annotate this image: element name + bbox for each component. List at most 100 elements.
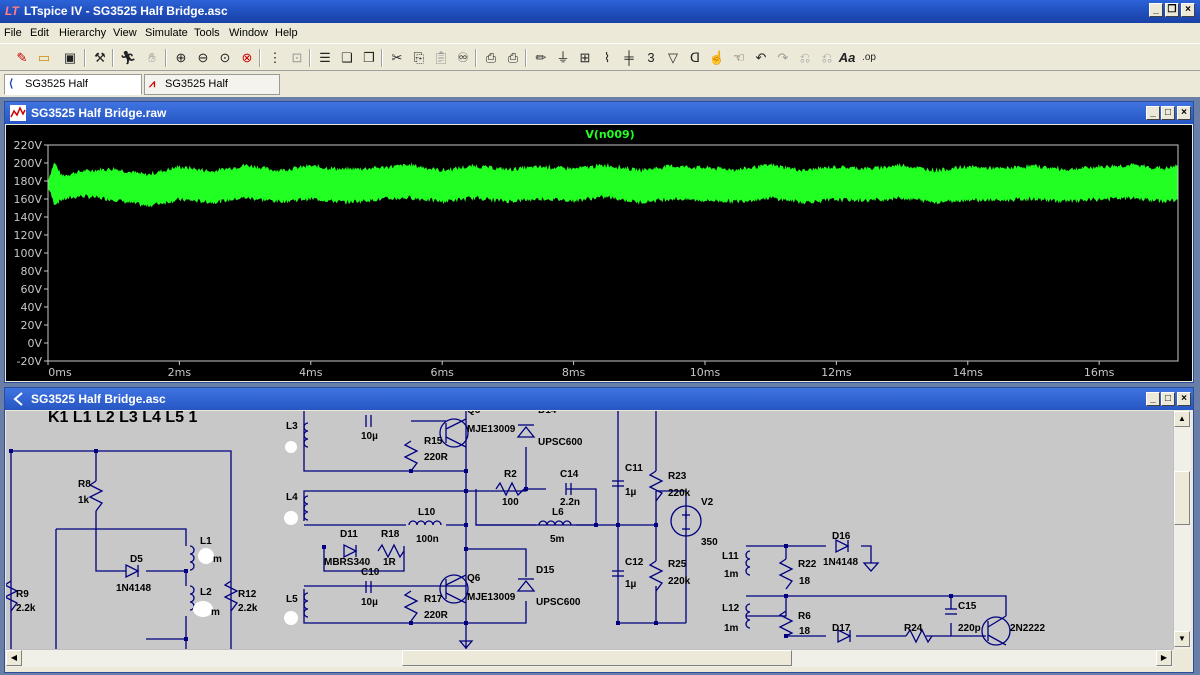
capacitor-icon[interactable]: ╪ bbox=[624, 50, 634, 65]
component-label-r9[interactable]: R9 bbox=[16, 589, 29, 600]
minimize-button[interactable]: _ bbox=[1146, 392, 1160, 406]
zoom-fit-icon[interactable]: ⊙ bbox=[219, 50, 231, 65]
component-label-c15[interactable]: C15 bbox=[958, 601, 977, 612]
copy-icon[interactable]: ⎘ bbox=[413, 50, 425, 65]
scroll-down-arrow[interactable]: ▼ bbox=[1174, 631, 1190, 647]
component-label-c11v[interactable]: 1µ bbox=[625, 487, 637, 498]
component-label-r17v[interactable]: 220R bbox=[424, 610, 448, 621]
component-label-r18[interactable]: R18 bbox=[381, 529, 400, 540]
component-label-c15v[interactable]: 220p bbox=[958, 623, 981, 634]
component-label-l12[interactable]: L12 bbox=[722, 603, 740, 614]
component-label-r22v[interactable]: 18 bbox=[799, 576, 811, 587]
mirror-icon[interactable]: ☜ bbox=[733, 50, 745, 65]
component-label-r23v[interactable]: 220k bbox=[668, 488, 691, 499]
component-label-q6[interactable]: Q6 bbox=[467, 573, 481, 584]
redo-icon[interactable]: ⎌ bbox=[821, 50, 833, 65]
component-label-d11[interactable]: D11 bbox=[340, 529, 358, 540]
pan-icon[interactable]: ✋︎ bbox=[148, 50, 156, 65]
tab-schematic[interactable]: ⟨SG3525 Half Bridge.asc bbox=[4, 74, 142, 109]
component-label-r12[interactable]: R12 bbox=[238, 589, 257, 600]
menu-file[interactable]: File bbox=[4, 27, 22, 39]
rotate-icon[interactable]: ☝ bbox=[708, 50, 726, 65]
component-label-d5v[interactable]: 1N4148 bbox=[116, 583, 152, 594]
component-label-l1v[interactable]: m bbox=[213, 554, 222, 565]
component-label-l1[interactable]: L1 bbox=[200, 536, 212, 547]
component-label-l12v[interactable]: 1m bbox=[724, 623, 739, 634]
waveform-plot[interactable]: V(n009) 220V200V180V160V140V120V100V80V6… bbox=[6, 125, 1192, 381]
component-label-l6v[interactable]: 5m bbox=[550, 534, 565, 545]
scroll-up-arrow[interactable]: ▲ bbox=[1174, 411, 1190, 427]
component-label-l2v[interactable]: m bbox=[211, 607, 220, 618]
component-label-r8v[interactable]: 1k bbox=[78, 495, 90, 506]
print-setup-icon[interactable]: ⎙ bbox=[485, 50, 497, 65]
maximize-button[interactable]: □ bbox=[1161, 392, 1175, 406]
vertical-scroll-thumb[interactable] bbox=[1174, 471, 1190, 525]
trace-label[interactable]: V(n009) bbox=[585, 128, 634, 141]
scroll-right-arrow[interactable]: ▶ bbox=[1156, 650, 1172, 666]
component-label-l6[interactable]: L6 bbox=[552, 507, 564, 518]
component-label-l10v[interactable]: 100n bbox=[416, 534, 439, 545]
component-label-r12v[interactable]: 2.2k bbox=[238, 603, 258, 614]
component-label-c9v[interactable]: 10µ bbox=[361, 431, 378, 442]
component-label-d16[interactable]: D16 bbox=[832, 531, 851, 542]
component-label-r2v[interactable]: 100 bbox=[502, 497, 519, 508]
component-label-d14[interactable]: D14 bbox=[538, 411, 556, 416]
zoom-cancel-icon[interactable]: ⊗ bbox=[241, 50, 253, 65]
tab-waveform[interactable]: ⩘SG3525 Half Bridge.raw bbox=[144, 74, 280, 109]
component-label-q5[interactable]: Q5 bbox=[467, 411, 480, 416]
component-label-c10[interactable]: C10 bbox=[361, 567, 380, 578]
component-label-d14v[interactable]: UPSC600 bbox=[538, 437, 583, 448]
component-label-q6v[interactable]: MJE13009 bbox=[467, 592, 516, 603]
menu-simulate[interactable]: Simulate bbox=[145, 27, 188, 39]
diode-icon[interactable]: ▽ bbox=[668, 50, 678, 65]
component-label-r2[interactable]: R2 bbox=[504, 469, 517, 480]
tile-horizontal-icon[interactable]: ☰ bbox=[319, 50, 331, 65]
menu-tools[interactable]: Tools bbox=[194, 27, 220, 39]
horizontal-scrollbar[interactable]: ◀ ▶ bbox=[6, 649, 1173, 667]
zoom-out-icon[interactable]: ⊖ bbox=[197, 50, 209, 65]
new-schematic-icon[interactable]: ✎ bbox=[16, 50, 28, 65]
component-label-d17[interactable]: D17 bbox=[832, 623, 851, 634]
restore-button[interactable]: ❐ bbox=[1165, 3, 1179, 17]
component-label-c12v[interactable]: 1µ bbox=[625, 579, 637, 590]
component-label-c14[interactable]: C14 bbox=[560, 469, 579, 480]
autorange-icon[interactable]: ⋮ bbox=[268, 50, 282, 65]
close-button[interactable]: × bbox=[1181, 3, 1195, 17]
find-icon[interactable]: ♾ bbox=[457, 50, 469, 65]
inductor-icon[interactable]: 3 bbox=[647, 50, 655, 65]
component-label-r25v[interactable]: 220k bbox=[668, 576, 691, 587]
drag-icon[interactable]: ↶ bbox=[755, 50, 767, 65]
scroll-left-arrow[interactable]: ◀ bbox=[6, 650, 22, 666]
spice-directive-text[interactable]: K1 L1 L2 L3 L4 L5 1 bbox=[48, 411, 198, 426]
tile-vertical-icon[interactable]: ❐ bbox=[363, 50, 375, 65]
component-label-r15v[interactable]: 220R bbox=[424, 452, 448, 463]
component-label-l11v[interactable]: 1m bbox=[724, 569, 739, 580]
cascade-icon[interactable]: ❏ bbox=[341, 50, 353, 65]
menu-window[interactable]: Window bbox=[229, 27, 269, 39]
component-label-c11[interactable]: C11 bbox=[625, 463, 643, 474]
component-label-d11v[interactable]: MBRS340 bbox=[324, 557, 371, 568]
component-label-l2[interactable]: L2 bbox=[200, 587, 212, 598]
menu-edit[interactable]: Edit bbox=[30, 27, 49, 39]
print-icon[interactable]: ⎙ bbox=[507, 50, 519, 65]
component-label-d5[interactable]: D5 bbox=[130, 554, 143, 565]
save-icon[interactable]: ▣ bbox=[63, 50, 77, 65]
component-label-r18v[interactable]: 1R bbox=[383, 557, 396, 568]
component-label-r15[interactable]: R15 bbox=[424, 436, 443, 447]
component-label-l4[interactable]: L4 bbox=[286, 492, 298, 503]
component-label-r6[interactable]: R6 bbox=[798, 611, 811, 622]
minimize-button[interactable]: _ bbox=[1149, 3, 1163, 17]
vertical-scrollbar[interactable]: ▲ ▼ bbox=[1173, 411, 1191, 649]
component-label-d15[interactable]: D15 bbox=[536, 565, 555, 576]
delete-traces-icon[interactable]: ⊡ bbox=[291, 50, 303, 65]
zoom-in-icon[interactable]: ⊕ bbox=[175, 50, 187, 65]
component-label-q7v[interactable]: 2N2222 bbox=[1010, 623, 1046, 634]
component-label-l5[interactable]: L5 bbox=[286, 594, 298, 605]
text-icon[interactable]: Aa bbox=[838, 50, 856, 65]
undo-icon[interactable]: ⎌ bbox=[799, 50, 811, 65]
component-label-r24[interactable]: R24 bbox=[904, 623, 923, 634]
component-label-c12[interactable]: C12 bbox=[625, 557, 644, 568]
close-button[interactable]: × bbox=[1177, 392, 1191, 406]
ground-icon[interactable]: ⏚ bbox=[556, 50, 570, 65]
